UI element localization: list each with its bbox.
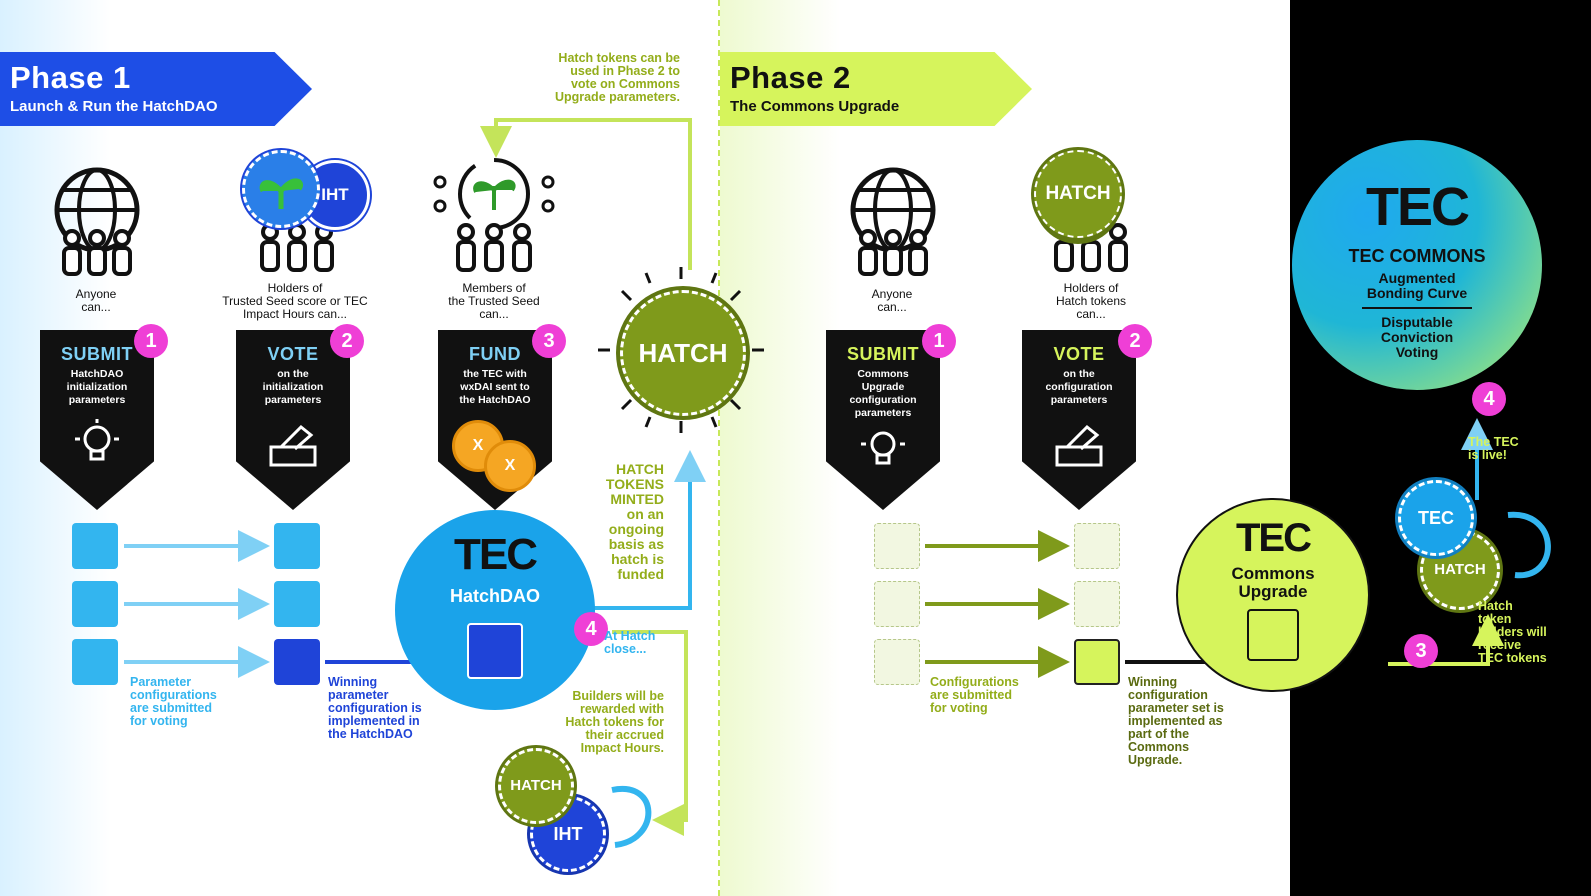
- param-doc-icon: [274, 523, 320, 569]
- divider-line: [1362, 307, 1472, 309]
- step-number: 3: [1404, 634, 1438, 668]
- param-doc-icon: [274, 581, 320, 627]
- tec-logo: TEC: [395, 530, 595, 580]
- hatch-coin-label: HATCH: [1434, 561, 1485, 578]
- iht-coin-label: IHT: [321, 185, 348, 204]
- step-number: 1: [922, 324, 956, 358]
- iht-coin-label: IHT: [554, 824, 583, 844]
- param-doc-icon: [874, 523, 920, 569]
- hatch-coin-label: HATCH: [510, 777, 561, 794]
- hatch-coin: HATCH: [1034, 150, 1122, 238]
- hatchdao-circle: TEC HatchDAO: [395, 510, 595, 710]
- param-doc-icon: [72, 581, 118, 627]
- param-doc-icon: [1247, 609, 1299, 661]
- who-label: Members of the Trusted Seed can...: [432, 282, 556, 321]
- loop-arrow: [612, 789, 648, 845]
- hatch-coin: HATCH: [498, 748, 574, 824]
- wxdai-coin-label: X: [473, 437, 484, 454]
- who-line: can...: [840, 301, 944, 314]
- who-line: Impact Hours can...: [200, 308, 390, 321]
- hatch-tokens-note: Hatch tokens can beused in Phase 2 tovot…: [540, 52, 680, 104]
- hatchdao-label: HatchDAO: [395, 586, 595, 607]
- tec-logo: TEC: [1178, 516, 1368, 561]
- globe-people-icon: [838, 160, 948, 280]
- ballot-vote-icon: [263, 417, 323, 471]
- param-doc-icon: [72, 523, 118, 569]
- hatch-sun-label: HATCH: [638, 338, 727, 368]
- seedling-icon: [245, 153, 317, 225]
- who-label: Holders of Trusted Seed score or TEC Imp…: [200, 282, 390, 321]
- tec-coin-label: TEC: [1418, 508, 1454, 528]
- lightbulb-icon: [853, 424, 913, 472]
- param-config-note: Configurationsare submittedfor voting: [930, 676, 1019, 715]
- param-doc-icon: [874, 581, 920, 627]
- wxdai-coin: X: [484, 440, 536, 492]
- arrow-line: [1388, 622, 1488, 664]
- step-number: 3: [532, 324, 566, 358]
- hatch-coin-label: HATCH: [1045, 183, 1110, 204]
- lightbulb-icon: [67, 417, 127, 471]
- step-number: 2: [330, 324, 364, 358]
- param-doc-icon: [1074, 523, 1120, 569]
- tec-coin: TEC: [1398, 480, 1474, 556]
- tec-logo: TEC: [1292, 176, 1542, 238]
- who-label: Anyone can...: [44, 288, 148, 314]
- seedling-coin: [242, 150, 320, 228]
- winning-param-doc-icon: [274, 639, 320, 685]
- step-number: 1: [134, 324, 168, 358]
- winning-param-doc-icon: [1074, 639, 1120, 685]
- loop-arrow: [1508, 515, 1548, 576]
- ballot-vote-icon: [1049, 417, 1109, 471]
- who-label: Holders of Hatch tokens can...: [1026, 282, 1156, 321]
- tec-commons-title: TEC COMMONS: [1292, 246, 1542, 267]
- param-doc-icon: [72, 639, 118, 685]
- who-line: can...: [44, 301, 148, 314]
- wxdai-coin-label: X: [505, 457, 516, 474]
- seedling-network-icon: [432, 150, 556, 280]
- step-number: 2: [1118, 324, 1152, 358]
- who-line: can...: [1026, 308, 1156, 321]
- param-doc-icon: [1074, 581, 1120, 627]
- hatch-sun: HATCH: [620, 290, 746, 416]
- step-number: 4: [574, 612, 608, 646]
- param-doc-icon: [467, 623, 523, 679]
- who-line: can...: [432, 308, 556, 321]
- param-doc-icon: [874, 639, 920, 685]
- globe-people-icon: [42, 160, 152, 280]
- who-label: Anyone can...: [840, 288, 944, 314]
- step-number: 4: [1472, 382, 1506, 416]
